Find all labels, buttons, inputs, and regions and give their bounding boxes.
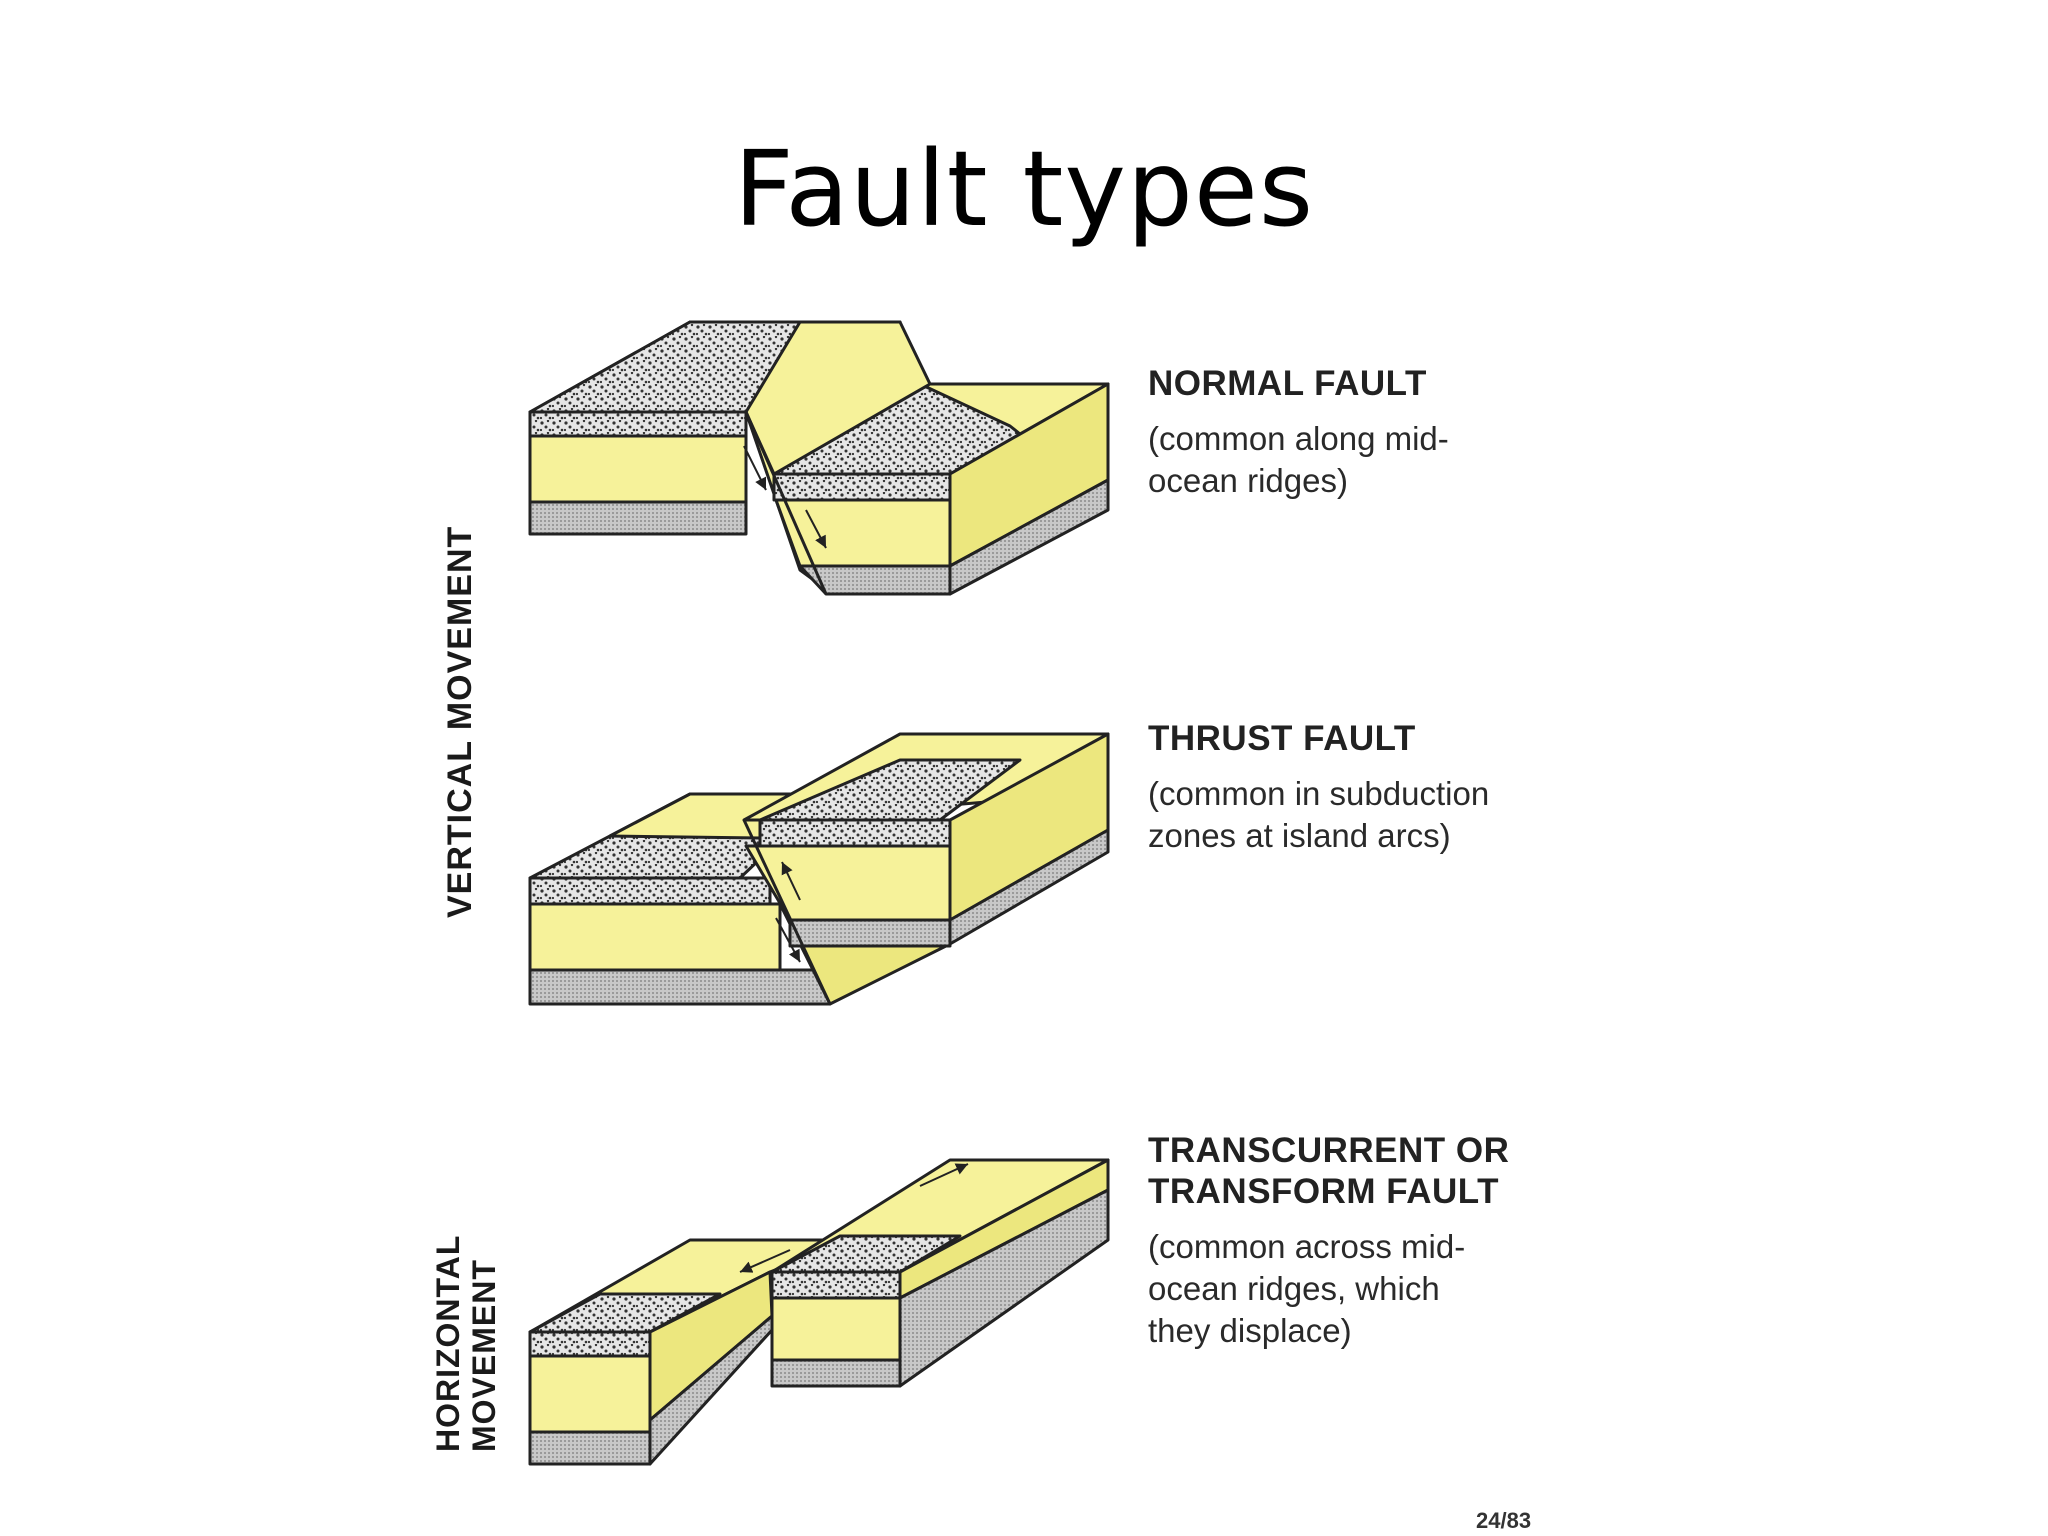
thrust-fault-label: THRUST FAULT (common in subduction zones… xyxy=(1148,718,1489,857)
transform-fault-label: TRANSCURRENT OR TRANSFORM FAULT (common … xyxy=(1148,1130,1509,1352)
transform-fault-desc-line1: (common across mid- xyxy=(1148,1228,1466,1265)
normal-fault-heading: NORMAL FAULT xyxy=(1148,364,1427,403)
vertical-movement-label: VERTICAL MOVEMENT xyxy=(441,525,479,918)
transform-fault-diagram xyxy=(528,1158,1110,1466)
transform-fault-heading: TRANSCURRENT OR TRANSFORM FAULT xyxy=(1148,1130,1509,1212)
thrust-fault-heading: THRUST FAULT xyxy=(1148,719,1416,758)
thrust-fault-desc-line2: zones at island arcs) xyxy=(1148,817,1451,854)
transform-fault-heading-line2: TRANSFORM FAULT xyxy=(1148,1172,1499,1211)
transform-fault-heading-line1: TRANSCURRENT OR xyxy=(1148,1131,1510,1170)
thrust-fault-description: (common in subduction zones at island ar… xyxy=(1148,773,1489,857)
normal-fault-description: (common along mid- ocean ridges) xyxy=(1148,418,1449,502)
transform-fault-desc-line2: ocean ridges, which xyxy=(1148,1270,1440,1307)
page-number: 24/83 xyxy=(1476,1508,1532,1533)
transform-fault-description: (common across mid- ocean ridges, which … xyxy=(1148,1226,1509,1352)
normal-fault-label: NORMAL FAULT (common along mid- ocean ri… xyxy=(1148,363,1449,502)
slide-title: Fault types xyxy=(733,128,1315,250)
thrust-fault-desc-line1: (common in subduction xyxy=(1148,775,1490,812)
horizontal-movement-line1: HORIZONTAL xyxy=(430,1234,466,1452)
normal-fault-diagram xyxy=(528,320,1110,596)
horizontal-movement-line2: MOVEMENT xyxy=(466,1259,502,1452)
thrust-fault-diagram xyxy=(528,732,1110,1006)
normal-fault-desc-line2: ocean ridges) xyxy=(1148,462,1348,499)
transform-fault-desc-line3: they displace) xyxy=(1148,1312,1352,1349)
horizontal-movement-label: HORIZONTAL MOVEMENT xyxy=(430,1235,502,1452)
normal-fault-desc-line1: (common along mid- xyxy=(1148,420,1449,457)
